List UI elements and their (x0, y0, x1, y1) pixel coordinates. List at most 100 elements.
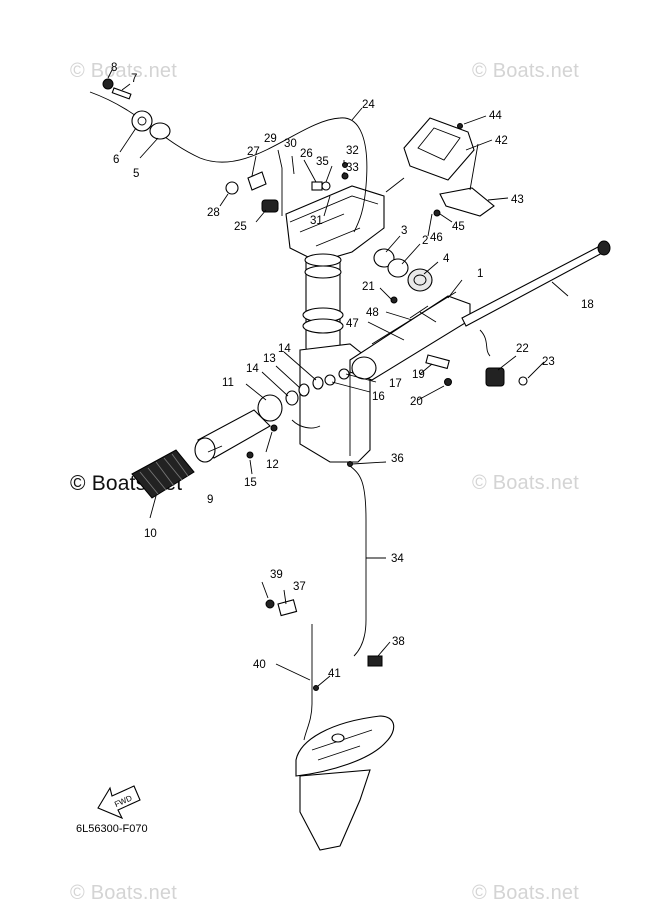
part-label-36: 36 (391, 453, 404, 465)
collar-25 (261, 199, 279, 213)
part-label-32: 32 (346, 145, 359, 157)
screw-15 (246, 451, 254, 459)
bolt-20 (444, 378, 452, 386)
part-label-43: 43 (511, 194, 524, 206)
bolt-7 (111, 87, 132, 100)
watermark-top-left: © Boats.net (70, 60, 177, 82)
part-labels: 1 2 3 4 5 6 7 8 9 10 11 12 13 14 14 15 1… (111, 62, 594, 680)
part-label-24: 24 (362, 99, 375, 111)
part-label-22: 22 (516, 343, 529, 355)
part-label-37: 37 (293, 581, 306, 593)
ring-2 (387, 258, 409, 278)
part-label-45: 45 (452, 221, 465, 233)
part-label-40: 40 (253, 659, 266, 671)
part-label-41: 41 (328, 668, 341, 680)
tiller-18 (461, 245, 605, 327)
part-label-9: 9 (207, 494, 213, 506)
washer-28 (225, 181, 239, 195)
lower-unit (295, 715, 395, 851)
part-label-48: 48 (366, 307, 379, 319)
nut-35 (321, 181, 331, 191)
washer-4 (407, 268, 433, 292)
part-label-33: 33 (346, 162, 359, 174)
part-label-20: 20 (410, 396, 423, 408)
screw-41 (313, 685, 319, 691)
part-label-18: 18 (581, 299, 594, 311)
part-label-25: 25 (234, 221, 247, 233)
washer-13 (298, 383, 310, 397)
screw-21 (390, 296, 398, 304)
steering-handle-1 (349, 291, 471, 381)
washer-17 (338, 368, 350, 380)
washer-16 (324, 374, 336, 386)
watermark-top-right: © Boats.net (472, 60, 579, 82)
screw-23 (518, 376, 528, 386)
part-label-19: 19 (412, 369, 425, 381)
throttle-grip-10 (131, 449, 195, 499)
cover-42 (403, 117, 475, 181)
part-label-44: 44 (489, 110, 502, 122)
washer-14a (285, 390, 299, 406)
part-label-2: 2 (422, 235, 428, 247)
part-label-31: 31 (310, 215, 323, 227)
lever-27 (247, 171, 267, 191)
part-label-21: 21 (362, 281, 375, 293)
watermark-mid-right: © Boats.net (472, 472, 579, 494)
bolt-39 (265, 599, 275, 609)
part-label-14a: 14 (278, 343, 291, 355)
bolt-26 (311, 181, 323, 191)
part-label-16: 16 (372, 391, 385, 403)
part-label-3: 3 (401, 225, 407, 237)
connector-38 (367, 655, 383, 667)
part-label-8: 8 (111, 62, 117, 74)
part-label-15: 15 (244, 477, 257, 489)
plate-19 (425, 354, 450, 370)
shift-rod-40 (303, 624, 313, 741)
bracket-43 (439, 187, 495, 217)
part-label-4: 4 (443, 253, 450, 265)
part-label-27: 27 (247, 146, 260, 158)
part-label-14b: 14 (246, 363, 259, 375)
screw-44 (457, 123, 463, 129)
screw-45 (433, 209, 441, 217)
ring-5 (149, 122, 171, 140)
part-label-38: 38 (392, 636, 405, 648)
part-label-28: 28 (207, 207, 220, 219)
part-label-47: 47 (346, 318, 359, 330)
fwd-arrow-icon: FWD (97, 785, 141, 820)
clip-37 (277, 599, 298, 617)
part-label-35: 35 (316, 156, 329, 168)
part-label-26: 26 (300, 148, 313, 160)
screw-12 (270, 424, 278, 432)
part-label-6: 6 (113, 154, 119, 166)
leader-lines (107, 69, 569, 687)
part-label-11: 11 (222, 377, 234, 389)
part-label-30: 30 (284, 138, 297, 150)
steering-shaft-assembly (285, 185, 385, 463)
part-label-46: 46 (430, 232, 443, 244)
nut-8 (102, 78, 114, 90)
part-label-10: 10 (144, 528, 157, 540)
part-label-17: 17 (389, 378, 402, 390)
watermark-bottom-left: © Boats.net (70, 882, 177, 904)
clip-36 (347, 461, 353, 467)
clip-22 (485, 367, 505, 387)
part-label-13: 13 (263, 353, 276, 365)
part-label-1: 1 (477, 268, 483, 280)
part-label-5: 5 (133, 168, 139, 180)
collar-11 (257, 394, 283, 422)
screw-33 (341, 172, 349, 180)
part-label-39: 39 (270, 569, 283, 581)
part-label-12: 12 (266, 459, 279, 471)
part-label-23: 23 (542, 356, 555, 368)
part-label-34: 34 (391, 553, 404, 565)
part-label-29: 29 (264, 133, 277, 145)
diagram-code: 6L56300-F070 (76, 823, 148, 835)
shift-rod-34 (349, 465, 367, 657)
o-ring-3 (373, 248, 395, 268)
watermark-bottom-right: © Boats.net (472, 882, 579, 904)
part-label-42: 42 (495, 135, 508, 147)
part-label-7: 7 (131, 73, 137, 85)
pulley-6 (131, 110, 153, 132)
